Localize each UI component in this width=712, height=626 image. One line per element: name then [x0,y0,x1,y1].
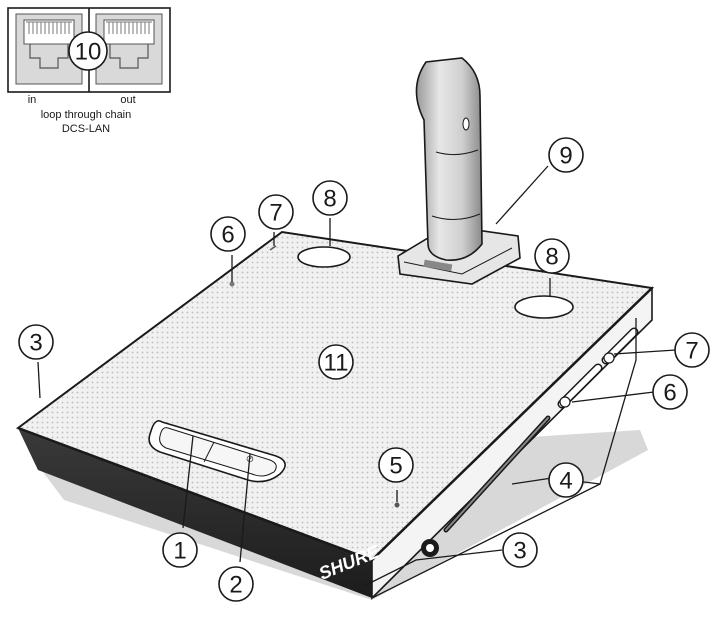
svg-text:1: 1 [173,538,186,565]
port-in-label: in [28,94,37,106]
callout-7-right: 7 [674,332,710,368]
indicator-6-left [229,281,235,287]
svg-text:6: 6 [221,222,234,249]
indicator-7-left [269,245,277,251]
callout-4: 4 [548,462,584,498]
callout-2: 2 [218,566,254,602]
svg-text:3: 3 [29,330,42,357]
microphone-button[interactable]: ⊘ [236,452,260,465]
headphone-jack[interactable] [421,539,439,557]
mic-holder-hole-left [297,246,351,268]
volume-control-6[interactable] [557,363,603,409]
svg-text:7: 7 [269,200,282,227]
callout-3-right: 3 [502,532,538,568]
svg-text:2: 2 [229,572,242,599]
callout-6-right: 6 [652,374,688,410]
mic-port-icon [462,117,470,131]
callout-6-left: 6 [210,216,246,252]
callout-3-left: 3 [18,324,54,360]
callout-5: 5 [378,447,414,483]
mic-holder-hole-right [514,295,574,319]
callout-1: 1 [162,532,198,568]
svg-text:9: 9 [559,143,572,170]
svg-text:7: 7 [685,338,698,365]
callout-8-left: 8 [312,180,348,216]
rj45-port-in-icon [15,13,83,85]
callout-7-left: 7 [258,194,294,230]
panel-caption-line1: loop through chain [41,109,132,121]
svg-text:8: 8 [545,244,558,271]
rj45-port-out-icon [95,13,163,85]
callout-9: 9 [548,137,584,173]
mic-gooseneck [415,57,483,261]
callout-10: 10 [68,31,108,71]
svg-text:3: 3 [513,538,526,565]
conference-unit: SHURE ⊘ [15,230,655,600]
callout-8-right: 8 [534,238,570,274]
volume-control-7[interactable] [601,327,639,365]
request-to-speak-button[interactable] [176,434,200,444]
callout-11: 11 [318,344,354,380]
card-slot[interactable] [443,415,551,533]
front-face [18,428,372,598]
svg-text:11: 11 [324,350,349,377]
svg-text:5: 5 [389,453,402,480]
connector-panel: in out loop through chain DCS-LAN [7,7,171,135]
svg-text:10: 10 [75,39,102,66]
microphone[interactable] [397,57,521,285]
port-out-label: out [120,94,135,106]
svg-text:4: 4 [559,468,572,495]
mic-indicator-led [394,502,400,508]
mic-base-label-icon [423,259,453,272]
panel-caption-line2: DCS-LAN [62,123,110,135]
svg-text:8: 8 [323,186,336,213]
leader-lines [37,165,677,599]
svg-text:6: 6 [663,380,676,407]
